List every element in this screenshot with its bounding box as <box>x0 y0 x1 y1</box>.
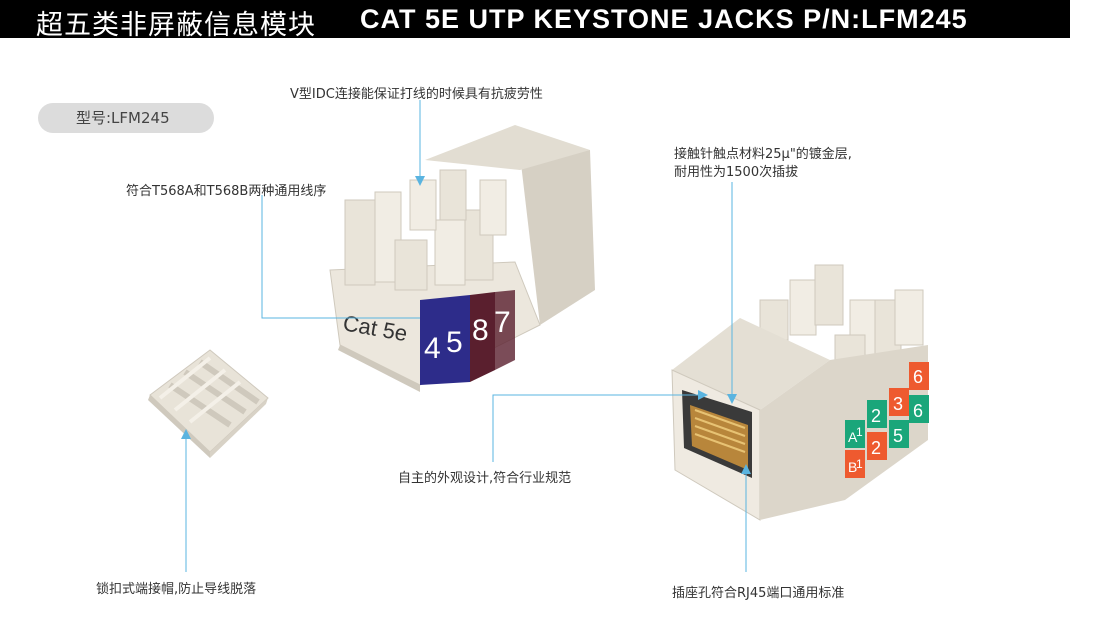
jack-label-num-5: 5 <box>446 326 463 359</box>
jack-label-num-4: 4 <box>424 332 441 365</box>
pin-label-5: 5 <box>893 426 903 446</box>
callout-design: 自主的外观设计,符合行业规范 <box>398 471 572 486</box>
arrow-v-idc <box>415 176 425 186</box>
pin-label-2b: 2 <box>871 438 881 458</box>
callout-contact-line1: 接触针触点材料25μ"的镀金层, <box>674 147 852 162</box>
leader-line-wiring <box>261 195 420 319</box>
callout-cap: 锁扣式端接帽,防止导线脱落 <box>96 582 257 597</box>
pin-label-6a: 6 <box>913 367 923 387</box>
callout-socket: 插座孔符合RJ45端口通用标准 <box>672 586 845 601</box>
title-banner: 超五类非屏蔽信息模块 CAT 5E UTP KEYSTONE JACKS P/N… <box>0 0 1070 41</box>
termination-cap-image <box>148 349 269 458</box>
jack-label-a: A <box>848 429 858 445</box>
callout-wiring: 符合T568A和T568B两种通用线序 <box>126 184 327 199</box>
leader-line-design <box>492 394 700 462</box>
model-label: 型号:LFM245 <box>76 109 170 127</box>
model-badge: 型号:LFM245 <box>38 103 214 133</box>
pin-label-1a: 1 <box>856 425 863 439</box>
leader-arrowheads <box>181 176 751 474</box>
banner-title-en: CAT 5E UTP KEYSTONE JACKS P/N:LFM245 <box>360 4 968 34</box>
arrow-design <box>698 390 708 400</box>
arrow-socket <box>741 464 751 474</box>
arrow-contact <box>727 394 737 404</box>
jack-label-b: B <box>848 459 857 475</box>
jack-label-num-7: 7 <box>494 306 511 339</box>
pin-label-3: 3 <box>893 394 903 414</box>
pin-label-2a: 2 <box>871 406 881 426</box>
jack-label-num-8: 8 <box>472 314 489 347</box>
keystone-jack-right-image: A B 1 2 3 6 1 2 5 6 <box>671 264 929 521</box>
leader-lines <box>185 100 747 572</box>
banner-title-cn: 超五类非屏蔽信息模块 <box>36 10 316 41</box>
arrow-cap <box>181 429 191 439</box>
callout-contact-line2: 耐用性为1500次插拔 <box>674 165 799 180</box>
pin-label-6b: 6 <box>913 401 923 421</box>
keystone-jack-top-image: Cat 5e 4 5 8 7 <box>329 125 595 392</box>
callout-v-idc: V型IDC连接能保证打线的时候具有抗疲劳性 <box>290 87 543 102</box>
pin-label-1b: 1 <box>856 457 863 471</box>
